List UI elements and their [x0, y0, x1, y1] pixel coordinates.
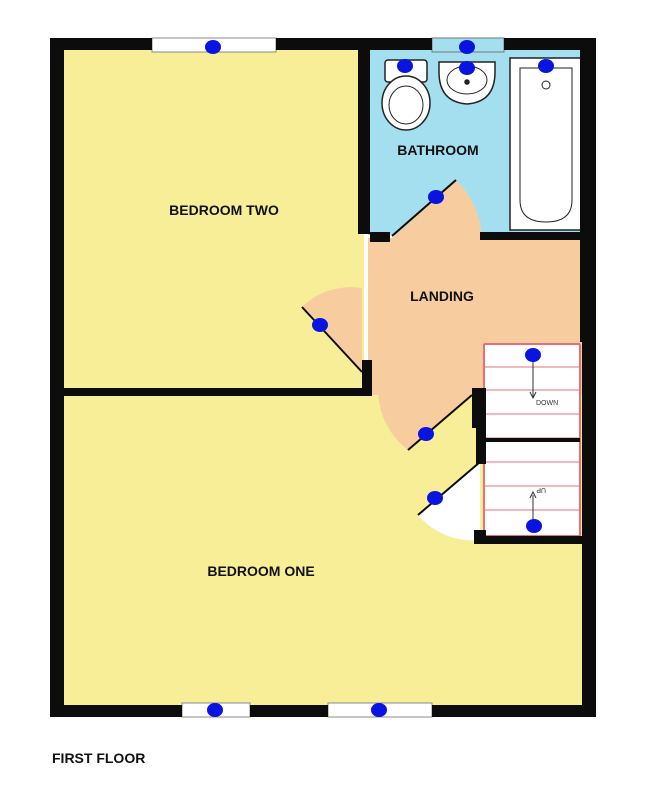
bedroom-two-area	[62, 50, 364, 390]
door-leaves	[301, 179, 481, 516]
bedroom-two-label: BEDROOM TWO	[169, 202, 279, 218]
floor-label: FIRST FLOOR	[52, 750, 146, 766]
bathroom-label: BATHROOM	[397, 142, 478, 158]
marker-dot-icon	[207, 703, 223, 717]
bathtub-icon	[509, 57, 583, 231]
marker-dot-icon	[205, 40, 221, 54]
walls	[50, 38, 596, 717]
marker-dots	[205, 40, 554, 717]
door-swing-icon	[418, 462, 480, 541]
marker-dot-icon	[427, 491, 443, 505]
door-swing-icon	[392, 180, 482, 238]
marker-dot-icon	[428, 190, 444, 204]
stairs-up-label: UP	[536, 486, 546, 493]
door-swing-icon	[302, 287, 362, 372]
stairs-down-label: DOWN	[536, 400, 558, 407]
marker-dot-icon	[525, 348, 541, 362]
marker-dot-icon	[418, 427, 434, 441]
washbasin-icon	[438, 61, 496, 105]
marker-dot-icon	[371, 703, 387, 717]
staircase	[483, 343, 581, 539]
bedroom-one-label: BEDROOM ONE	[207, 563, 314, 579]
marker-dot-icon	[459, 40, 475, 54]
marker-dot-icon	[538, 59, 554, 73]
marker-dot-icon	[312, 318, 328, 332]
door-swing-icon	[377, 388, 472, 450]
marker-dot-icon	[526, 519, 542, 533]
marker-dot-icon	[459, 61, 475, 75]
landing-label: LANDING	[410, 288, 474, 304]
marker-dot-icon	[397, 59, 413, 73]
